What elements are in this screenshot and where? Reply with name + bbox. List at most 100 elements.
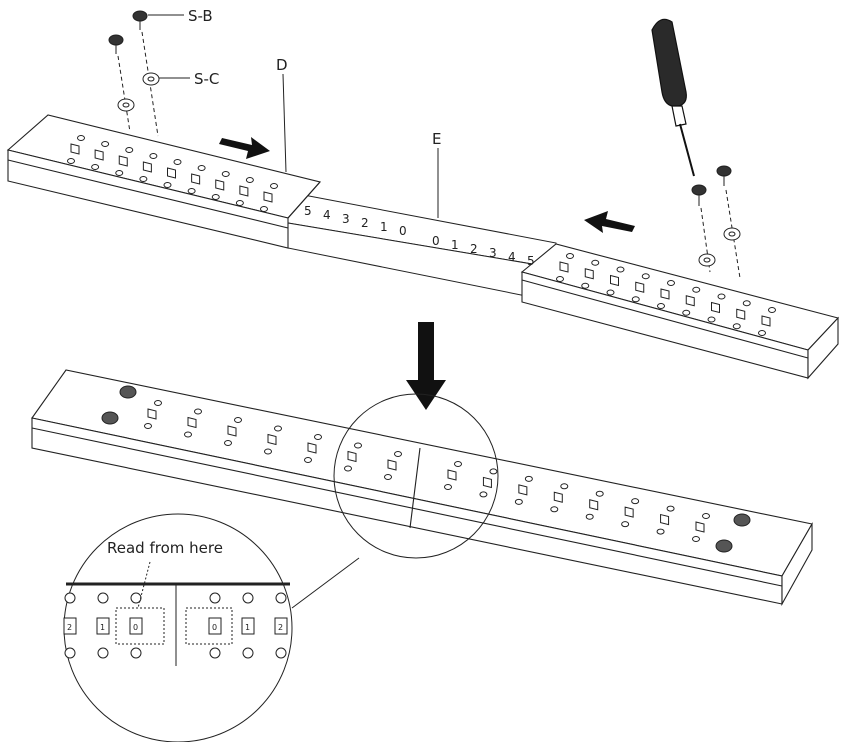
right-rail-slot (685, 295, 695, 307)
read-note: Read from here (107, 539, 223, 557)
assembled-left-hole (194, 408, 202, 415)
screw-right-icon (716, 165, 741, 279)
right-rail-slot (610, 274, 619, 287)
zoom-mark-box (208, 617, 222, 635)
right-rail-slot (559, 261, 569, 273)
assembled-left-hole (144, 423, 152, 429)
scale-number-left: 4 (323, 208, 331, 222)
zoom-hole (64, 647, 76, 659)
scale-number-right: 0 (432, 234, 440, 248)
left-rail-hole (163, 182, 172, 188)
assembled-left-hole (184, 431, 192, 438)
assembled-left-slot (267, 433, 277, 446)
scale-number-right: 1 (451, 238, 459, 252)
assembled-left-slot (187, 416, 197, 429)
assembled-right-hole (595, 490, 604, 497)
assembled-right-hole (621, 521, 630, 528)
left-rail-slot (215, 179, 225, 191)
assembled-right-slot (518, 484, 528, 496)
zoom-mark-box (129, 617, 143, 635)
assembled-left-hole (314, 434, 322, 440)
leader-line-d (282, 73, 287, 173)
assembled-right-hole (692, 536, 700, 542)
arrow-left-icon (584, 211, 635, 233)
arrow-down-icon (406, 322, 446, 410)
top-left-holes (67, 135, 278, 212)
left-rail-hole (187, 188, 196, 194)
assembled-left-hole (304, 457, 312, 463)
left-rail-slot (142, 161, 152, 173)
zoom-hole (242, 592, 254, 604)
assembled-left-slot (227, 425, 237, 437)
assembled-left-slot (307, 442, 317, 454)
scale-number-right: 2 (470, 242, 478, 256)
right-rail-slot (635, 281, 645, 293)
zoom-hole (242, 647, 254, 659)
right-rail-hole (606, 289, 615, 296)
assembled-right-hole (444, 484, 452, 490)
left-rail-d (6, 114, 322, 249)
right-rail-hole (616, 266, 625, 273)
assembled-left-slot (347, 450, 357, 463)
right-rail-hole (692, 286, 701, 293)
assembled-left-hole (224, 440, 232, 446)
left-rail-slot (191, 173, 201, 185)
zoom-mark-number: 2 (278, 623, 283, 632)
left-rail-hole (235, 200, 244, 206)
assembled-right-hole (514, 498, 523, 505)
assembled-left-hole (354, 442, 362, 449)
right-rail-slot (761, 315, 771, 327)
scale-number-left: 3 (342, 212, 350, 226)
assembled-right-hole (560, 483, 569, 490)
right-rail-hole (591, 259, 600, 266)
left-rail-hole (173, 159, 182, 165)
assembled-left-hole (234, 417, 242, 423)
right-rail-hole (641, 273, 650, 280)
left-rail-hole (67, 158, 75, 164)
screwdriver-icon (651, 18, 695, 177)
magnify-circle (333, 393, 499, 559)
right-rail-slot (584, 268, 594, 280)
washer-left-icon (117, 98, 135, 112)
arrow-right-icon (219, 137, 270, 159)
zoom-connector (291, 557, 360, 609)
zoom-hole (209, 647, 221, 659)
left-rail-hole (139, 176, 148, 182)
scale-number-left: 5 (304, 204, 312, 218)
scale-number-left: 1 (380, 220, 388, 234)
zoom-hole (209, 592, 221, 604)
screw-right-2-icon (691, 184, 716, 273)
right-rail-slot (660, 288, 670, 300)
scale-number-left: 0 (399, 224, 407, 238)
right-rail-hole (682, 309, 691, 316)
bottom-screws (101, 385, 751, 553)
label-e: E (432, 130, 441, 148)
label-s-c: S-C (194, 70, 219, 88)
assembled-right-slot (660, 513, 670, 526)
left-rail-hole (115, 170, 124, 176)
zoom-mark-number: 0 (212, 623, 217, 632)
assembled-right-hole (656, 528, 665, 535)
zoom-mark-number: 1 (100, 623, 105, 632)
left-rail-slot (70, 143, 80, 155)
zoom-mark-box (274, 617, 288, 635)
right-rail-hole (707, 316, 716, 323)
zoom-mark-number: 2 (67, 623, 72, 632)
assembled-right-hole (479, 491, 488, 498)
scale-number-right: 5 (527, 254, 535, 268)
zoom-hole (97, 592, 109, 604)
assembled-left-hole (394, 451, 402, 457)
left-rail-slot (118, 155, 128, 167)
right-rail-hole (667, 280, 675, 286)
left-rail-slot (263, 191, 273, 203)
right-rail-slot (736, 308, 746, 320)
right-rail-hole (631, 296, 640, 303)
left-rail-hole (101, 141, 110, 147)
left-rail-hole (260, 206, 268, 212)
assembled-left-hole (264, 448, 272, 455)
